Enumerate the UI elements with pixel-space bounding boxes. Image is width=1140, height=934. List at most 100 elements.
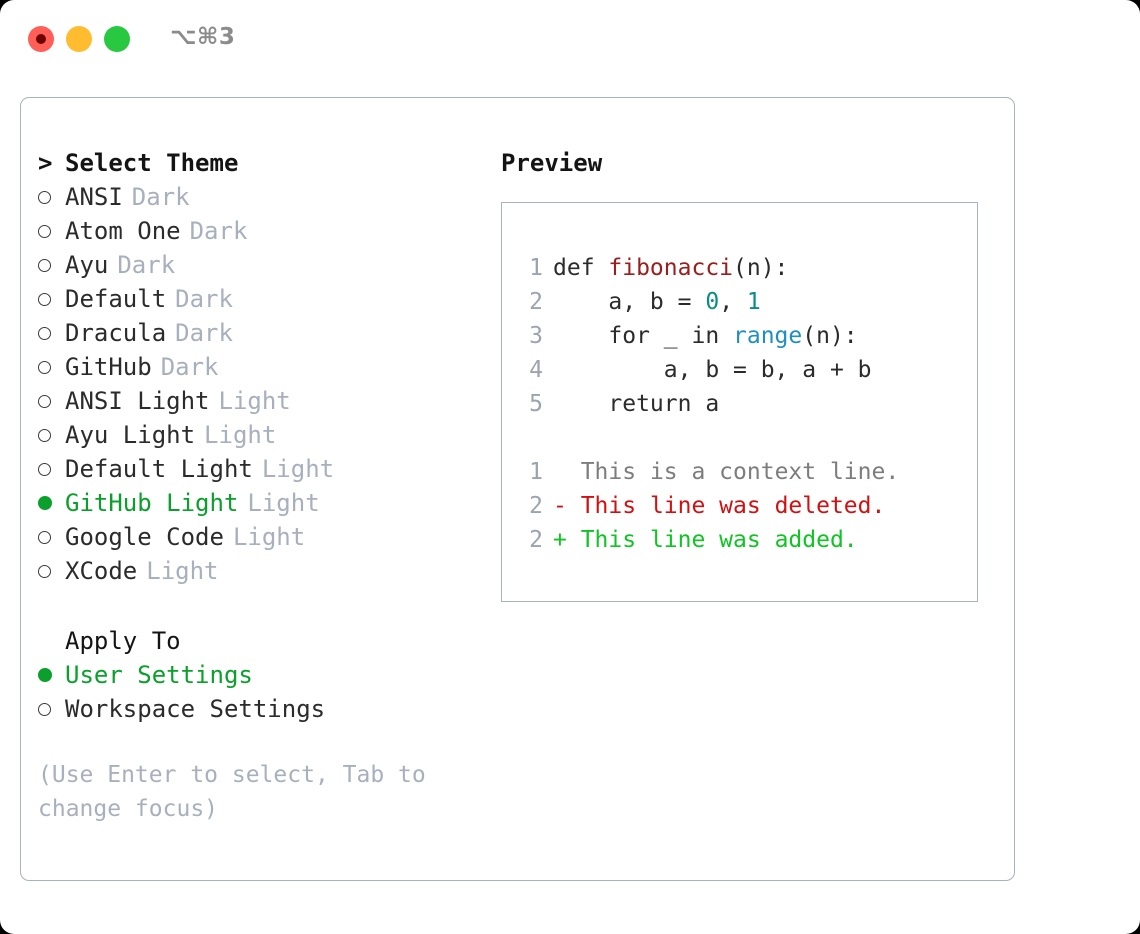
hollow-circle-icon: [38, 190, 51, 204]
preview-heading: Preview: [501, 149, 603, 177]
hollow-circle-icon: [38, 394, 51, 408]
theme-option-label: Default Light: [65, 455, 253, 483]
diff-spacer: [515, 421, 977, 455]
theme-option-label: Default: [65, 285, 167, 313]
radio-selected-icon: [38, 496, 65, 510]
theme-option-ansi[interactable]: ANSI Dark: [38, 180, 498, 214]
radio-unselected-icon: [38, 360, 65, 374]
code-line-content: a, b = b, a + b: [553, 353, 872, 387]
window-controls: [28, 26, 130, 52]
diff-line-deleted: 2- This line was deleted.: [515, 489, 977, 523]
line-number: 2: [529, 493, 543, 519]
theme-variant-badge: Light: [146, 557, 219, 585]
theme-option-xcode[interactable]: XCode Light: [38, 554, 498, 588]
theme-option-label: GitHub: [65, 353, 152, 381]
theme-option-github[interactable]: GitHub Dark: [38, 350, 498, 384]
record-indicator-icon: [36, 34, 46, 44]
code-line: 1 def fibonacci(n):: [515, 251, 977, 285]
close-button[interactable]: [28, 26, 54, 52]
theme-option-default[interactable]: Default Dark: [38, 282, 498, 316]
theme-variant-badge: Light: [261, 455, 335, 483]
theme-variant-badge: Dark: [175, 319, 233, 347]
apply-to-option-workspace-settings[interactable]: Workspace Settings: [38, 692, 498, 726]
radio-unselected-icon: [38, 224, 65, 238]
caret-placeholder-icon: >: [38, 624, 65, 658]
filled-circle-icon: [38, 496, 52, 510]
radio-unselected-icon: [38, 190, 65, 204]
diff-line-text: This line was deleted.: [566, 493, 886, 519]
minimize-button[interactable]: [66, 26, 92, 52]
theme-variant-badge: Dark: [131, 183, 190, 211]
line-number: 3: [529, 323, 543, 349]
radio-unselected-icon: [38, 462, 65, 476]
radio-unselected-icon: [38, 702, 65, 716]
hollow-circle-icon: [38, 360, 51, 374]
theme-option-label: Dracula: [65, 319, 167, 347]
code-line-content: a, b = 0, 1: [553, 285, 760, 319]
line-number: 4: [529, 357, 543, 383]
diff-line-context: 1 This is a context line.: [515, 455, 977, 489]
theme-option-github-light[interactable]: GitHub Light Light: [38, 486, 498, 520]
hollow-circle-icon: [38, 564, 51, 578]
theme-option-label: Ayu Light: [65, 421, 196, 449]
keyboard-shortcut-label: ⌥⌘3: [170, 24, 236, 50]
diff-line-text: This line was added.: [566, 527, 858, 553]
radio-unselected-icon: [38, 394, 65, 408]
radio-unselected-icon: [38, 292, 65, 306]
radio-selected-icon: [38, 668, 65, 682]
code-line: 4 a, b = b, a + b: [515, 353, 977, 387]
theme-variant-badge: Light: [218, 387, 291, 415]
hollow-circle-icon: [38, 326, 51, 340]
code-token-builtin: range: [733, 323, 803, 349]
maximize-button[interactable]: [104, 26, 130, 52]
theme-option-ansi-light[interactable]: ANSI Light Light: [38, 384, 498, 418]
section-spacer: [38, 588, 498, 624]
theme-option-label: ANSI Light: [65, 387, 210, 415]
theme-option-label: ANSI: [65, 183, 123, 211]
theme-option-label: XCode: [65, 557, 138, 585]
line-number: 5: [529, 391, 543, 417]
radio-unselected-icon: [38, 564, 65, 578]
theme-variant-badge: Light: [247, 489, 320, 517]
theme-option-label: Google Code: [65, 523, 224, 551]
hollow-circle-icon: [38, 258, 51, 272]
diff-line-added: 2+ This line was added.: [515, 523, 977, 557]
theme-option-default-light[interactable]: Default Light Light: [38, 452, 498, 486]
code-line: 5 return a: [515, 387, 977, 421]
diff-sample: 1 This is a context line.2- This line wa…: [515, 455, 977, 557]
apply-to-option-user-settings[interactable]: User Settings: [38, 658, 498, 692]
theme-option-label: Ayu: [65, 251, 109, 279]
apply-to-option-label: User Settings: [65, 661, 253, 689]
code-token-plain: def: [553, 255, 609, 281]
code-token-num: 0: [705, 289, 720, 315]
code-token-plain: for _ in: [553, 323, 734, 349]
theme-option-label: GitHub Light: [65, 489, 239, 517]
code-token-plain: return a: [553, 391, 720, 417]
line-number: 1: [529, 255, 543, 281]
theme-variant-badge: Dark: [175, 285, 233, 313]
line-number: 1: [529, 459, 543, 485]
code-line-content: def fibonacci(n):: [553, 251, 788, 285]
code-line: 2 a, b = 0, 1: [515, 285, 977, 319]
keyboard-hint-text: (Use Enter to select, Tab to change focu…: [38, 762, 426, 822]
apply-to-heading: >Apply To: [38, 624, 498, 658]
apply-to-title: Apply To: [65, 627, 181, 655]
caret-icon: >: [38, 149, 53, 177]
theme-option-dracula[interactable]: Dracula Dark: [38, 316, 498, 350]
theme-variant-badge: Dark: [160, 353, 219, 381]
diff-marker: [553, 455, 567, 489]
diff-line-text: This is a context line.: [566, 459, 900, 485]
code-token-plain: (n):: [802, 323, 858, 349]
hollow-circle-icon: [38, 292, 51, 306]
code-line: 3 for _ in range(n):: [515, 319, 977, 353]
code-token-plain: (n):: [733, 255, 789, 281]
radio-unselected-icon: [38, 326, 65, 340]
